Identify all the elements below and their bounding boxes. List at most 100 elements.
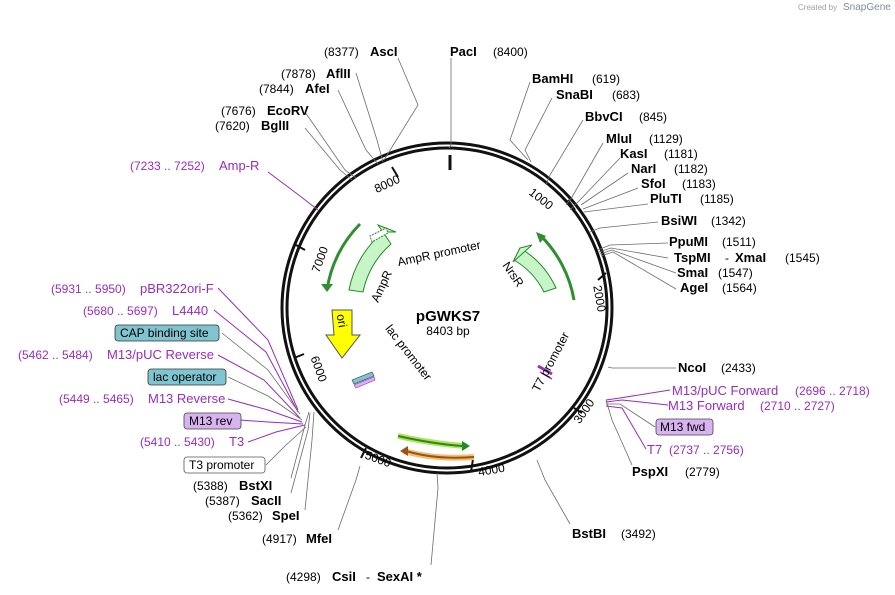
svg-text:-: - <box>725 251 729 265</box>
svg-text:PpuMI: PpuMI <box>669 234 708 249</box>
svg-text:XmaI: XmaI <box>735 250 766 265</box>
svg-text:(5462 .. 5484): (5462 .. 5484) <box>18 348 93 362</box>
svg-text:(1183): (1183) <box>682 177 716 191</box>
box-lac-operator: lac operator <box>147 368 227 386</box>
enzyme-ncoI: NcoI (2433) <box>678 360 756 375</box>
svg-text:(5931 .. 5950): (5931 .. 5950) <box>51 282 126 296</box>
svg-text:(1181): (1181) <box>664 147 698 161</box>
enzyme-pacI: PacI (8400) <box>450 44 528 59</box>
svg-text:(619): (619) <box>592 72 620 86</box>
ampr-arrow <box>348 223 397 293</box>
enzyme-bsiWI: BsiWI (1342) <box>661 213 746 228</box>
svg-text:PacI: PacI <box>450 44 477 59</box>
svg-text:(683): (683) <box>612 88 640 102</box>
svg-text:M13 Forward: M13 Forward <box>668 398 745 413</box>
enzyme-bamHI: BamHI (619) <box>532 71 620 86</box>
feature-amp-r: (7233 .. 7252) Amp-R <box>130 158 259 173</box>
svg-text:AgeI: AgeI <box>680 280 708 295</box>
svg-text:(2433): (2433) <box>721 361 756 375</box>
svg-text:CAP binding site: CAP binding site <box>120 326 209 340</box>
svg-text:NcoI: NcoI <box>678 360 706 375</box>
feature-pbr322ori-f: (5931 .. 5950) pBR322ori-F <box>51 281 214 296</box>
svg-text:PspXI: PspXI <box>632 464 668 479</box>
bottom-feature-orange <box>400 446 475 461</box>
box-t3-promoter: T3 promoter <box>183 456 266 474</box>
feature-m13-forward: M13 Forward (2710 .. 2727) <box>668 398 835 413</box>
tick-6000: 6000 <box>308 354 330 384</box>
tick-3000: 3000 <box>571 396 598 426</box>
svg-text:(5680 .. 5697): (5680 .. 5697) <box>83 304 158 318</box>
nrsr-arrow <box>512 244 557 293</box>
svg-text:BbvCI: BbvCI <box>585 109 623 124</box>
backbone-inner <box>285 146 609 470</box>
svg-text:-: - <box>366 570 370 584</box>
svg-text:(1342): (1342) <box>711 214 746 228</box>
enzyme-ageI: AgeI (1564) <box>680 280 757 295</box>
enzyme-ppuMI: PpuMI (1511) <box>669 234 756 249</box>
tick-7000: 7000 <box>309 244 331 274</box>
svg-text:PluTI: PluTI <box>650 191 682 206</box>
ampr-promoter-box <box>369 227 389 243</box>
svg-text:(8400): (8400) <box>493 45 528 59</box>
svg-text:(7620): (7620) <box>215 119 250 133</box>
nrsr-arrowhead <box>536 232 546 243</box>
feature-t7: T7 (2737 .. 2756) <box>647 442 744 457</box>
enzyme-aflII: (7878) AflII <box>281 66 351 81</box>
svg-text:SmaI: SmaI <box>677 265 708 280</box>
feature-m13-reverse: (5449 .. 5465) M13 Reverse <box>59 391 225 406</box>
box-m13-fwd: M13 fwd <box>655 418 714 436</box>
ori-arrow <box>325 309 362 359</box>
svg-text:(5387): (5387) <box>205 494 240 508</box>
svg-text:EcoRV: EcoRV <box>267 103 309 118</box>
enzyme-kasI: KasI (1181) <box>620 146 698 161</box>
enzyme-ascI: (8377) AscI <box>324 44 397 59</box>
svg-text:(1545): (1545) <box>785 251 820 265</box>
svg-text:(8377): (8377) <box>324 45 359 59</box>
svg-text:BsiWI: BsiWI <box>661 213 697 228</box>
svg-text:NarI: NarI <box>631 161 656 176</box>
feature-t3: (5410 .. 5430) T3 <box>140 434 244 449</box>
plasmid-size: 8403 bp <box>426 324 470 338</box>
plasmid-name: pGWKS7 <box>416 308 480 325</box>
tick-2000: 2000 <box>590 284 608 313</box>
ampr-label: AmpR <box>368 268 395 304</box>
enzyme-speI: (5362) SpeI <box>228 508 299 523</box>
ampr-promoter-line <box>325 222 362 291</box>
box-m13-rev: M13 rev <box>183 412 242 430</box>
enzyme-mluI: MluI (1129) <box>606 131 683 146</box>
svg-text:CsiI: CsiI <box>332 569 356 584</box>
enzyme-pluTI: PluTI (1185) <box>650 191 734 206</box>
svg-text:T7: T7 <box>647 442 662 457</box>
svg-text:(2779): (2779) <box>685 465 720 479</box>
svg-text:(4917): (4917) <box>262 532 297 546</box>
svg-text:(2696 .. 2718): (2696 .. 2718) <box>795 384 870 398</box>
enzyme-leaders <box>290 57 677 566</box>
svg-text:M13/pUC Reverse: M13/pUC Reverse <box>107 347 214 362</box>
feature-leaders <box>213 171 671 466</box>
svg-text:BstXI: BstXI <box>239 478 272 493</box>
svg-text:(2710 .. 2727): (2710 .. 2727) <box>760 399 835 413</box>
svg-text:KasI: KasI <box>620 146 647 161</box>
enzyme-snaBI: SnaBI (683) <box>556 87 640 102</box>
enzyme-smaI: SmaI (1547) <box>677 265 753 280</box>
svg-text:SpeI: SpeI <box>272 508 299 523</box>
bottom-feature-green <box>397 433 470 451</box>
svg-text:(5410 .. 5430): (5410 .. 5430) <box>140 435 215 449</box>
feature-m13puc-forward: M13/pUC Forward (2696 .. 2718) <box>672 383 870 398</box>
svg-text:MluI: MluI <box>606 131 632 146</box>
watermark-brand: SnapGene <box>843 2 891 13</box>
t7-promoter-label: T7 promoter <box>529 330 572 394</box>
backbone-outer <box>280 141 614 475</box>
enzyme-bstXI: (5388) BstXI <box>193 478 272 493</box>
svg-text:(2737 .. 2756): (2737 .. 2756) <box>669 443 744 457</box>
svg-text:(7878): (7878) <box>281 67 316 81</box>
svg-text:BamHI: BamHI <box>532 71 573 86</box>
svg-text:(1185): (1185) <box>700 192 734 206</box>
svg-text:(4298): (4298) <box>286 570 321 584</box>
enzyme-tspMI-xmaI: TspMI - XmaI (1545) <box>674 250 820 265</box>
svg-text:SfoI: SfoI <box>641 176 666 191</box>
svg-text:Amp-R: Amp-R <box>219 158 259 173</box>
svg-text:AscI: AscI <box>370 44 397 59</box>
enzyme-pspXI: PspXI (2779) <box>632 464 720 479</box>
